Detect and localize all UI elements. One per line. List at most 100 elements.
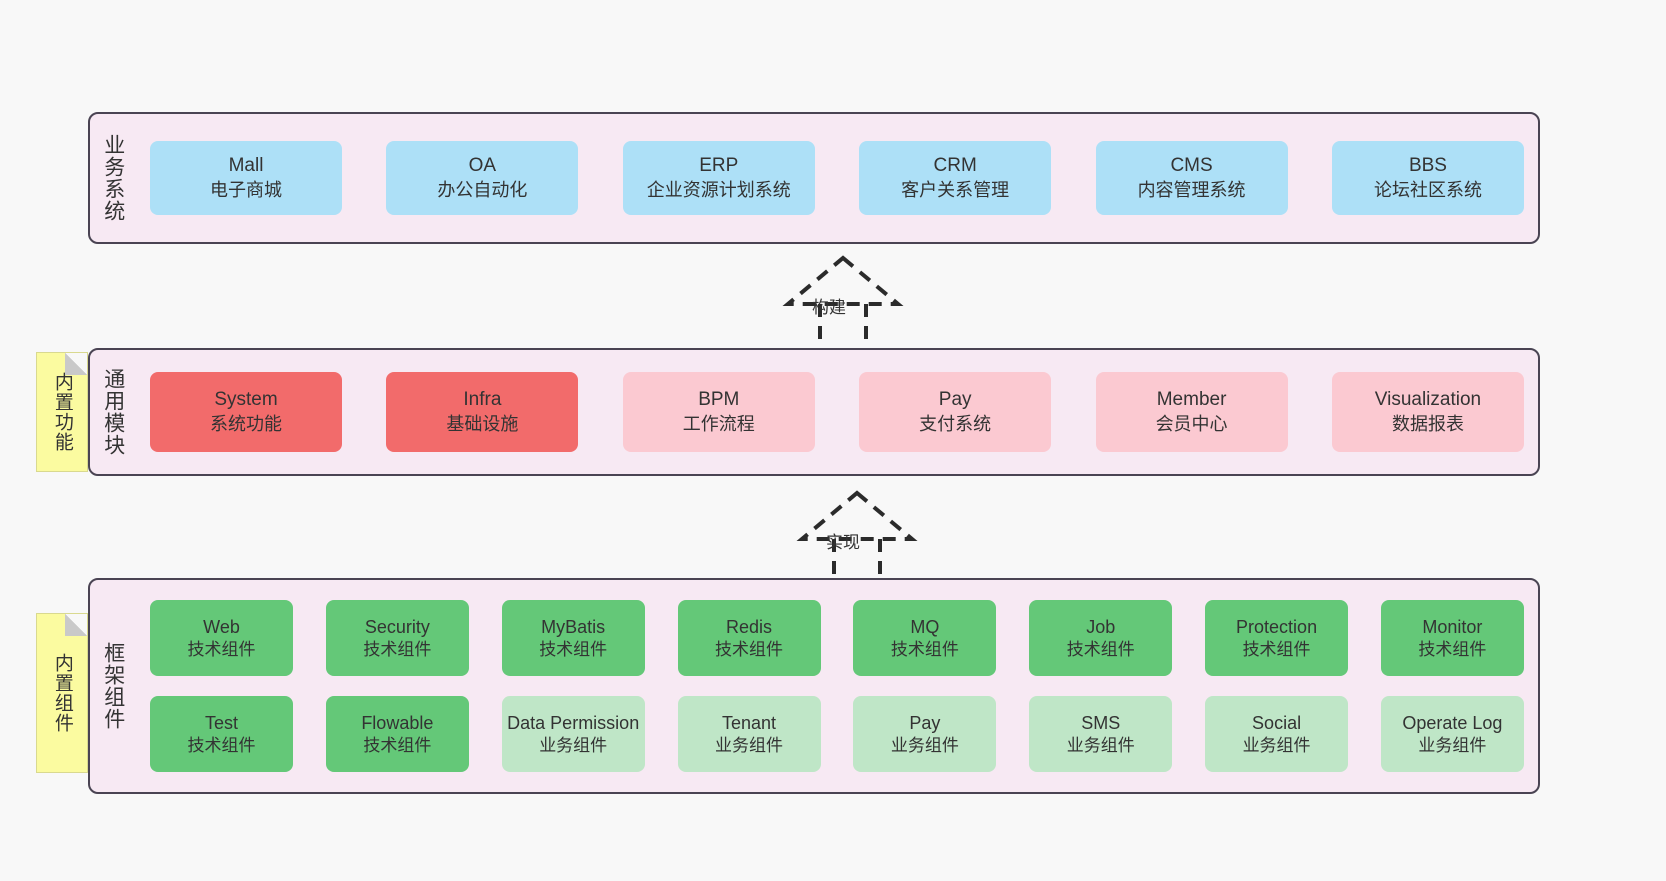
box-job[interactable]: Job 技术组件: [1029, 600, 1173, 676]
box-label-cn: 业务组件: [715, 735, 784, 755]
box-redis[interactable]: Redis 技术组件: [677, 600, 821, 676]
box-label-cn: 会员中心: [1155, 413, 1228, 434]
box-protection[interactable]: Protection 技术组件: [1205, 600, 1349, 676]
layer-general-modules: 通用模块 System 系统功能 Infra 基础设施 BPM 工作流程 Pay…: [88, 348, 1540, 476]
sticky-note-label: 内置功能: [51, 372, 73, 452]
box-label-cn: 技术组件: [539, 639, 608, 659]
layer-framework-components: 框架组件 Web 技术组件 Security 技术组件 MyBatis 技术组件…: [88, 578, 1540, 794]
layer-title-business-systems: 业务系统: [101, 134, 125, 222]
connector-build-label: 构建: [812, 298, 846, 317]
box-tenant[interactable]: Tenant 业务组件: [677, 696, 821, 772]
box-row: System 系统功能 Infra 基础设施 BPM 工作流程 Pay 支付系统…: [150, 372, 1524, 452]
layer-body-business-systems: Mall 电子商城 OA 办公自动化 ERP 企业资源计划系统 CRM 客户关系…: [136, 114, 1538, 242]
box-label-en: Data Permission: [507, 712, 640, 733]
box-system[interactable]: System 系统功能: [150, 372, 342, 452]
box-label-cn: 支付系统: [919, 413, 992, 434]
layer-body-framework-components: Web 技术组件 Security 技术组件 MyBatis 技术组件 Redi…: [136, 580, 1538, 792]
box-data-permission[interactable]: Data Permission 业务组件: [501, 696, 645, 772]
box-label-cn: 客户关系管理: [901, 179, 1010, 200]
box-mall[interactable]: Mall 电子商城: [150, 141, 342, 215]
box-test[interactable]: Test 技术组件: [150, 696, 293, 772]
box-operate-log[interactable]: Operate Log 业务组件: [1380, 696, 1524, 772]
box-label-cn: 技术组件: [363, 639, 432, 659]
box-label-en: BBS: [1408, 155, 1447, 177]
box-label-en: Pay: [938, 389, 972, 411]
box-mybatis[interactable]: MyBatis 技术组件: [501, 600, 645, 676]
box-label-cn: 技术组件: [187, 735, 256, 755]
box-label-en: Test: [204, 712, 238, 733]
layer-business-systems: 业务系统 Mall 电子商城 OA 办公自动化 ERP 企业资源计划系统 CRM…: [88, 112, 1540, 244]
box-mq[interactable]: MQ 技术组件: [853, 600, 997, 676]
box-pay-component[interactable]: Pay 业务组件: [853, 696, 997, 772]
box-infra[interactable]: Infra 基础设施: [386, 372, 579, 452]
box-label-en: Job: [1086, 616, 1116, 637]
box-row: Mall 电子商城 OA 办公自动化 ERP 企业资源计划系统 CRM 客户关系…: [150, 141, 1524, 215]
box-label-en: Social: [1252, 712, 1302, 733]
box-crm[interactable]: CRM 客户关系管理: [859, 141, 1052, 215]
box-label-cn: 业务组件: [1066, 735, 1135, 755]
box-label-en: SMS: [1081, 712, 1121, 733]
box-label-en: Pay: [909, 712, 941, 733]
box-monitor[interactable]: Monitor 技术组件: [1380, 600, 1524, 676]
box-erp[interactable]: ERP 企业资源计划系统: [622, 141, 815, 215]
box-member[interactable]: Member 会员中心: [1095, 372, 1288, 452]
box-label-cn: 业务组件: [890, 735, 959, 755]
box-label-cn: 技术组件: [1418, 639, 1487, 659]
box-label-en: BPM: [698, 389, 740, 411]
sticky-note-builtin-function: 内置功能: [36, 352, 88, 472]
box-label-en: CMS: [1170, 155, 1213, 177]
layer-title-general-modules: 通用模块: [101, 368, 125, 456]
box-row: Web 技术组件 Security 技术组件 MyBatis 技术组件 Redi…: [150, 600, 1524, 676]
box-label-en: Mall: [228, 155, 264, 177]
box-label-cn: 技术组件: [890, 639, 959, 659]
box-label-en: CRM: [933, 155, 977, 177]
box-flowable[interactable]: Flowable 技术组件: [325, 696, 469, 772]
box-label-cn: 基础设施: [446, 413, 519, 434]
box-label-en: Web: [203, 616, 240, 637]
box-label-cn: 技术组件: [715, 639, 784, 659]
box-visualization[interactable]: Visualization 数据报表: [1331, 372, 1524, 452]
box-label-cn: 数据报表: [1391, 413, 1464, 434]
box-pay[interactable]: Pay 支付系统: [859, 372, 1052, 452]
box-bbs[interactable]: BBS 论坛社区系统: [1331, 141, 1524, 215]
box-label-cn: 工作流程: [682, 413, 755, 434]
box-label-cn: 技术组件: [363, 735, 432, 755]
box-oa[interactable]: OA 办公自动化: [386, 141, 579, 215]
box-label-en: Infra: [463, 389, 502, 411]
box-label-cn: 技术组件: [1066, 639, 1135, 659]
box-label-en: Tenant: [722, 712, 777, 733]
box-label-cn: 企业资源计划系统: [646, 179, 791, 200]
connector-implement-label: 实现: [826, 533, 860, 552]
box-label-cn: 业务组件: [539, 735, 608, 755]
box-label-en: System: [214, 389, 278, 411]
box-label-en: Member: [1156, 389, 1227, 411]
box-label-en: Visualization: [1374, 389, 1482, 411]
box-label-en: Monitor: [1422, 616, 1483, 637]
box-label-en: ERP: [699, 155, 739, 177]
box-label-cn: 系统功能: [210, 413, 282, 434]
box-label-en: Operate Log: [1402, 712, 1503, 733]
sticky-note-label: 内置组件: [51, 653, 73, 733]
box-label-cn: 电子商城: [210, 179, 282, 200]
box-bpm[interactable]: BPM 工作流程: [622, 372, 815, 452]
box-label-en: Redis: [726, 616, 773, 637]
box-label-cn: 技术组件: [1242, 639, 1311, 659]
box-label-cn: 业务组件: [1418, 735, 1487, 755]
box-label-cn: 办公自动化: [437, 179, 528, 200]
box-label-en: Protection: [1236, 616, 1318, 637]
box-security[interactable]: Security 技术组件: [325, 600, 469, 676]
box-label-cn: 技术组件: [187, 639, 256, 659]
box-label-cn: 内容管理系统: [1137, 179, 1246, 200]
box-label-en: MyBatis: [541, 616, 606, 637]
box-label-cn: 业务组件: [1242, 735, 1311, 755]
box-sms[interactable]: SMS 业务组件: [1029, 696, 1173, 772]
box-label-en: MQ: [910, 616, 940, 637]
box-label-en: Security: [364, 616, 430, 637]
layer-body-general-modules: System 系统功能 Infra 基础设施 BPM 工作流程 Pay 支付系统…: [136, 350, 1538, 474]
box-web[interactable]: Web 技术组件: [150, 600, 293, 676]
box-cms[interactable]: CMS 内容管理系统: [1095, 141, 1288, 215]
box-label-en: OA: [468, 155, 497, 177]
box-social[interactable]: Social 业务组件: [1205, 696, 1349, 772]
sticky-note-builtin-component: 内置组件: [36, 613, 88, 773]
